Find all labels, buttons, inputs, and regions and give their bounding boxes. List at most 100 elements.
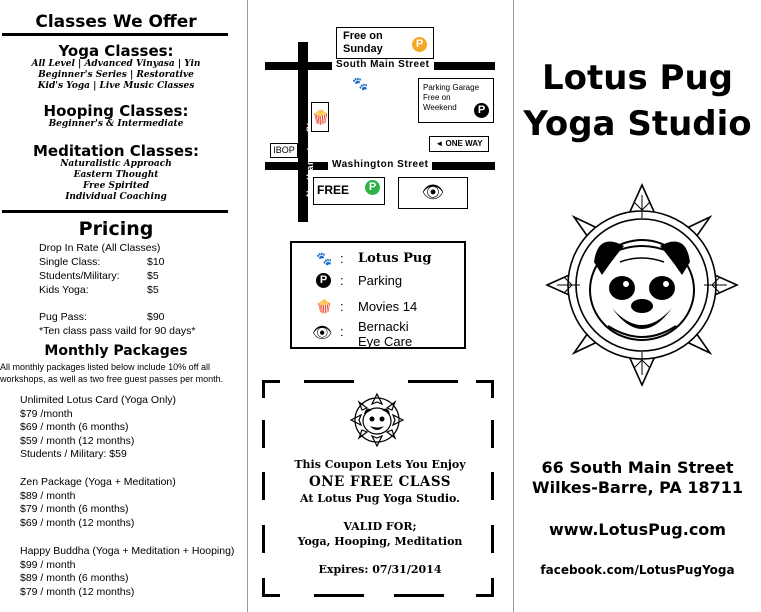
- garage-line-1: Parking Garage: [423, 83, 480, 92]
- yoga-line-3: Kid's Yoga | Live Music Classes: [37, 81, 195, 91]
- website-link[interactable]: www.LotusPug.com: [549, 520, 726, 539]
- meditation-line-3: Free Spirited: [82, 181, 150, 191]
- divider: [2, 33, 228, 36]
- yoga-title: Yoga Classes:: [58, 42, 174, 60]
- studio-title-line-2: Yoga Studio: [523, 104, 752, 144]
- free-on-label: Free on: [343, 30, 383, 42]
- parking-icon: P: [474, 103, 489, 118]
- legend-label: Parking: [358, 273, 403, 288]
- pug-pass-row: Pug Pass: $90: [39, 311, 165, 323]
- price-label: Pug Pass:: [39, 311, 87, 323]
- package-line: $59 / month (12 months): [20, 434, 135, 447]
- price-value: $5: [147, 284, 159, 296]
- free-on-sunday-box: Free on Sunday P: [336, 27, 434, 59]
- package-zen: Zen Package (Yoga + Meditation) $89 / mo…: [20, 476, 176, 530]
- map-legend: 🐾 : Lotus Pug P : Parking 🍿 : Movies 14 …: [290, 241, 466, 349]
- parking-icon: P: [316, 273, 331, 288]
- pricing-title: Pricing: [78, 218, 154, 240]
- one-way-arrow-icon: ◄: [435, 139, 444, 148]
- package-lotus: Unlimited Lotus Card (Yoga Only) $79 /mo…: [20, 394, 176, 462]
- meditation-line-4: Individual Coaching: [65, 192, 167, 202]
- package-line: $79 / month (12 months): [20, 585, 135, 598]
- coupon-line-5: Yoga, Hooping, Meditation: [297, 535, 463, 548]
- washington-label: Washington Street: [328, 159, 433, 170]
- legend-label: Bernacki Eye Care: [358, 319, 412, 349]
- parking-icon: P: [412, 37, 427, 52]
- coupon-line-4: VALID FOR;: [343, 520, 417, 533]
- meditation-line-2: Eastern Thought: [73, 170, 159, 180]
- one-way-label: ONE WAY: [445, 139, 483, 148]
- package-line: $89 / month: [20, 489, 76, 502]
- fold-line-left: [247, 0, 248, 612]
- paw-icon: 🐾: [352, 76, 369, 91]
- meditation-line-1: Naturalistic Approach: [60, 159, 172, 169]
- price-row: Single Class:$10: [39, 256, 165, 268]
- package-happy-buddha: Happy Buddha (Yoga + Meditation + Hoopin…: [20, 545, 234, 599]
- package-name: Zen Package (Yoga + Meditation): [20, 476, 176, 488]
- garage-line-3: Weekend: [423, 103, 457, 112]
- facebook-link[interactable]: facebook.com/LotusPugYoga: [540, 563, 735, 577]
- ten-class-note: *Ten class pass vaild for 90 days*: [39, 325, 196, 337]
- free-label: FREE: [317, 183, 350, 197]
- package-name: Unlimited Lotus Card (Yoga Only): [20, 394, 177, 406]
- meditation-title: Meditation Classes:: [32, 142, 200, 160]
- package-line: $79 /month: [20, 407, 73, 420]
- coupon-line-2: ONE FREE CLASS: [308, 474, 452, 490]
- paw-icon: 🐾: [316, 251, 333, 266]
- legend-label: Movies 14: [358, 299, 418, 314]
- hooping-line: Beginner's & Intermediate: [48, 119, 184, 129]
- left-panel: Classes We Offer Yoga Classes: All Level…: [0, 0, 246, 612]
- divider: [2, 210, 228, 213]
- package-line: $69 / month (6 months): [20, 421, 129, 433]
- legend-sep: :: [340, 273, 344, 288]
- fold-line-right: [513, 0, 514, 612]
- garage-line-2: Free on: [423, 93, 451, 102]
- right-panel: Lotus Pug Yoga Studio: [514, 0, 761, 612]
- legend-sep: :: [340, 324, 344, 339]
- sunday-label: Sunday: [343, 43, 383, 55]
- coupon-line-3: At Lotus Pug Yoga Studio.: [300, 492, 460, 505]
- popcorn-icon: 🍿: [316, 299, 333, 314]
- package-line: $99 / month: [20, 558, 76, 571]
- address-line-1: 66 South Main Street: [541, 458, 734, 477]
- coupon-line-1: This Coupon Lets You Enjoy: [294, 458, 466, 471]
- coupon-expires: Expires: 07/31/2014: [318, 563, 442, 576]
- eye-care-box: 👁: [398, 177, 468, 209]
- pug-mandala-logo: [545, 183, 739, 387]
- package-name: Happy Buddha (Yoga + Meditation + Hoopin…: [20, 545, 235, 557]
- package-line: $79 / month (6 months): [20, 503, 129, 515]
- price-row: Students/Military:$5: [39, 270, 159, 282]
- yoga-line-1: All Level | Advanced Vinyasa | Yin: [31, 59, 201, 69]
- price-value: $90: [147, 311, 165, 323]
- monthly-note-line-2: workshops, as well as two free guest pas…: [0, 373, 224, 384]
- price-label: Students/Military:: [39, 270, 120, 282]
- hooping-title: Hooping Classes:: [43, 102, 189, 120]
- monthly-note: All monthly packages listed below includ…: [0, 362, 246, 385]
- studio-title-line-1: Lotus Pug: [541, 58, 734, 98]
- middle-panel: South Main Street Washington Street Nort…: [248, 0, 512, 612]
- price-label: Kids Yoga:: [39, 284, 89, 296]
- eye-icon: 👁: [312, 325, 333, 342]
- one-way-sign: ◄ ONE WAY: [429, 136, 489, 152]
- eye-icon: 👁: [421, 182, 445, 202]
- legend-eye-line-1: Bernacki: [358, 319, 409, 334]
- popcorn-icon: 🍿: [311, 102, 329, 132]
- monthly-note-line-1: All monthly packages listed below includ…: [0, 362, 210, 372]
- legend-sep: :: [340, 299, 344, 314]
- monthly-title: Monthly Packages: [44, 343, 188, 359]
- yoga-line-2: Beginner's Series | Restorative: [38, 70, 194, 80]
- south-main-label: South Main Street: [332, 59, 434, 70]
- classes-title: Classes We Offer: [35, 12, 197, 32]
- package-line: $89 / month (6 months): [20, 572, 129, 584]
- parking-garage-box: Parking Garage Free on Weekend P: [418, 78, 494, 123]
- pug-mandala-logo-small: [349, 392, 405, 448]
- parking-icon: P: [365, 180, 380, 195]
- northampton-road: [298, 42, 308, 222]
- price-row: Kids Yoga: $5: [39, 284, 159, 296]
- address-line-2: Wilkes-Barre, PA 18711: [532, 478, 743, 497]
- free-parking-box: FREE P: [313, 177, 385, 205]
- legend-sep: :: [340, 251, 344, 266]
- legend-label: Lotus Pug: [358, 251, 432, 266]
- drop-in-label: Drop In Rate (All Classes): [39, 242, 161, 254]
- ibop-box: IBOP: [270, 143, 298, 158]
